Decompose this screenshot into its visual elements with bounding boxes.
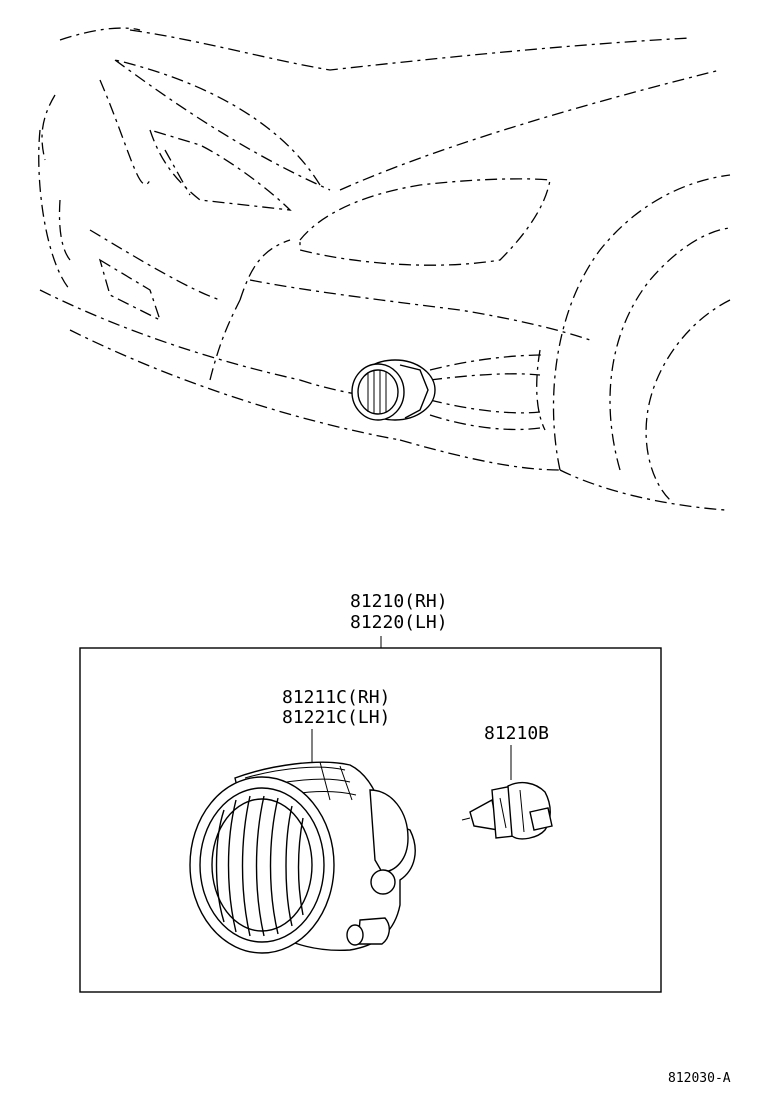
- figure-code: 812030-A: [668, 1071, 731, 1086]
- unit-rh-label: 81211C(RH): [282, 687, 390, 708]
- assembly-rh-label: 81210(RH): [350, 591, 448, 612]
- car-front-outline: [38, 27, 731, 511]
- parts-frame: [79, 647, 662, 993]
- fog-lamp-mounted-icon: [351, 359, 436, 421]
- assembly-lh-label: 81220(LH): [350, 612, 448, 633]
- unit-lh-label: 81221C(LH): [282, 707, 390, 728]
- bulb-icon: [461, 781, 553, 840]
- fog-lamp-unit-icon: [189, 761, 416, 954]
- bulb-label: 81210B: [484, 723, 549, 744]
